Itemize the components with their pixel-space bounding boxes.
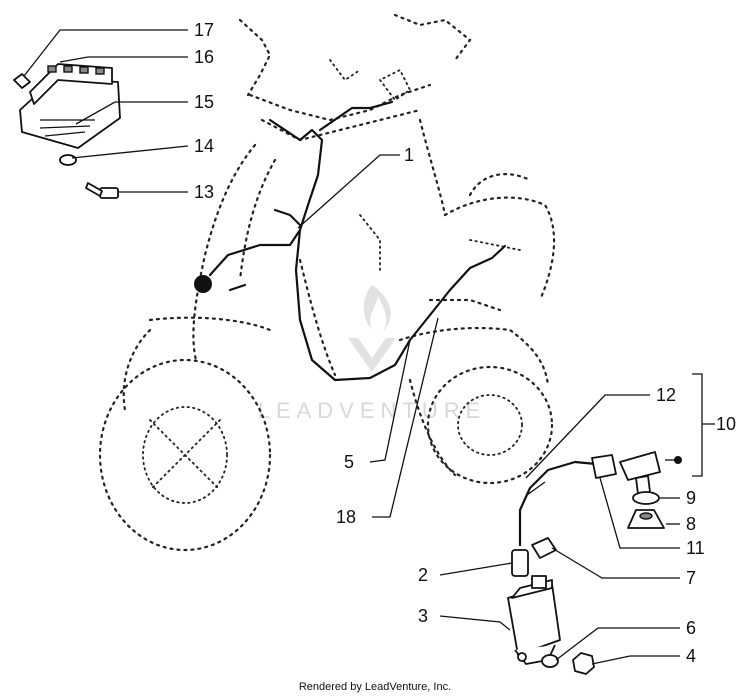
callout-1: 1: [404, 145, 414, 165]
watermark-flame-icon: [363, 285, 391, 332]
callout-14: 14: [194, 136, 214, 156]
rubber-boot-8: [627, 509, 665, 529]
coil-terminal: [511, 549, 529, 577]
bolt-13: [85, 182, 119, 199]
callout-16: 16: [194, 47, 214, 67]
callout-2: 2: [418, 565, 428, 585]
callout-3: 3: [418, 606, 428, 626]
callout-7: 7: [686, 568, 696, 588]
seal-9: [632, 491, 660, 505]
watermark-v-icon: [348, 338, 396, 372]
horn-blob: [194, 275, 212, 293]
callout-11: 11: [686, 538, 705, 558]
callout-6: 6: [686, 618, 696, 638]
rendered-by-credit: Rendered by LeadVenture, Inc.: [299, 681, 451, 693]
callout-labels: 17 16 15 14 13 1 12 10 9 8 11 7 2 3 6 4 …: [194, 20, 736, 666]
nut-4: [572, 652, 595, 675]
callout-17: 17: [194, 20, 214, 40]
ignition-coil-assembly: [507, 451, 665, 675]
washer-6: [541, 654, 559, 668]
callout-9: 9: [686, 488, 696, 508]
washer-14: [59, 154, 77, 166]
callout-10: 10: [716, 414, 736, 434]
callout-15: 15: [194, 92, 214, 112]
wiring-harness: [208, 100, 507, 382]
voltage-regulator: [13, 63, 121, 199]
callout-8: 8: [686, 514, 696, 534]
scooter-outline: [98, 13, 556, 552]
callout-4: 4: [686, 646, 696, 666]
connector-clip: [13, 73, 31, 89]
leader-lines: [23, 29, 715, 665]
spark-plug-cap: [619, 451, 661, 495]
ignition-coil-body: [507, 575, 561, 665]
watermark: LEADVENTURE: [258, 285, 487, 423]
watermark-text: LEADVENTURE: [258, 398, 487, 423]
callout-12: 12: [656, 385, 676, 405]
callout-5: 5: [344, 452, 354, 472]
callout-18: 18: [336, 507, 356, 527]
cap-connector: [591, 454, 617, 479]
callout-13: 13: [194, 182, 214, 202]
